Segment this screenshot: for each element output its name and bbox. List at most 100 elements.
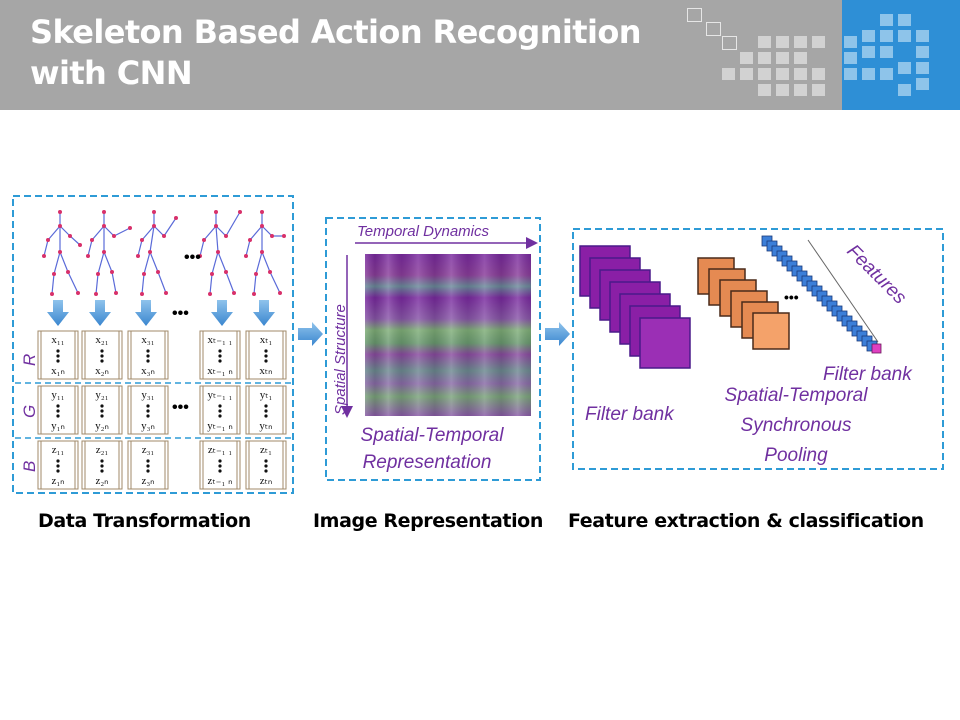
deco-square: [706, 22, 721, 36]
matrix-cell-top: yₜ₁: [260, 389, 273, 401]
matrix-cell-bottom: xₜ₋₁ ₙ: [207, 365, 233, 377]
feature-extraction-panel: [572, 228, 944, 470]
deco-square: [740, 68, 753, 80]
matrix-cell-top: y₃₁: [141, 389, 154, 401]
matrix-cell-bottom: y₂ₙ: [95, 420, 109, 432]
deco-square: [794, 36, 807, 48]
matrix-cell-bottom: z₂ₙ: [95, 475, 108, 487]
deco-square: [844, 52, 857, 64]
matrix-cell-bottom: x₃ₙ: [141, 365, 155, 377]
matrix-cell: z₂₁ z₂ₙ: [81, 440, 123, 490]
temporal-dynamics-label: Temporal Dynamics: [357, 223, 489, 240]
features-label: Features: [842, 241, 910, 309]
matrix-cell: y₂₁ y₂ₙ: [81, 385, 123, 435]
matrix-cell-bottom: yₜₙ: [259, 420, 272, 432]
matrix-cell-bottom: y₁ₙ: [51, 420, 65, 432]
spatial-structure-label: Spatial Structure: [332, 304, 349, 415]
skeleton-sequence: [42, 210, 286, 296]
deco-square: [898, 14, 911, 26]
pooling-label-line-2: Synchronous: [741, 415, 852, 436]
matrix-cell-top: zₜ₁: [260, 444, 272, 456]
deco-square: [880, 46, 893, 58]
arrow-ellipsis: •••: [172, 305, 189, 322]
cnn-layers: [579, 235, 882, 369]
skeleton-figure: [136, 210, 178, 296]
matrix-cell: y₃₁ y₃ₙ: [127, 385, 169, 435]
deco-square: [794, 68, 807, 80]
deco-square: [758, 52, 771, 64]
matrix-cell: xₜ₋₁ ₁xₜ₋₁ ₙ: [199, 330, 241, 380]
matrix-cell-top: x₁₁: [51, 334, 64, 346]
deco-square: [722, 36, 737, 50]
filter-bank-label-1: Filter bank: [585, 404, 675, 425]
channel-label-g: G: [20, 405, 39, 418]
down-arrow: [135, 300, 157, 326]
matrix-cell-top: yₜ₋₁ ₁: [208, 389, 233, 401]
matrix-cell-bottom: z₁ₙ: [51, 475, 64, 487]
deco-square: [812, 84, 825, 96]
representation-caption-line-1: Spatial-Temporal: [361, 425, 505, 446]
features-guide-line: [807, 239, 879, 343]
filter-bank-1-map: [639, 317, 691, 369]
deco-square: [776, 52, 789, 64]
matrix-cell: zₜ₁ zₜₙ: [245, 440, 287, 490]
matrix-cell-top: y₁₁: [51, 389, 64, 401]
caption-data-transformation: Data Transformation: [38, 510, 251, 532]
deco-square: [898, 84, 911, 96]
matrix-cell: zₜ₋₁ ₁ zₜ₋₁ ₙ: [199, 440, 241, 490]
deco-square: [687, 8, 702, 22]
matrix-cell-bottom: z₃ₙ: [141, 475, 154, 487]
pooling-map: [752, 312, 790, 350]
feature-vector-end: [871, 343, 882, 354]
deco-square: [916, 30, 929, 42]
matrix-cell-bottom: x₁ₙ: [51, 365, 65, 377]
matrix-cell: x₁₁ x₁ₙ: [37, 330, 79, 380]
down-arrow: [89, 300, 111, 326]
deco-square: [880, 14, 893, 26]
matrix-cell-bottom: zₜ₋₁ ₙ: [208, 475, 233, 487]
matrix-cell-top: zₜ₋₁ ₁: [208, 444, 233, 456]
matrix-cell-bottom: zₜₙ: [260, 475, 273, 487]
down-arrow: [47, 300, 69, 326]
channel-label-r: R: [20, 354, 39, 366]
matrix-cell: y₁₁ y₁ₙ: [37, 385, 79, 435]
caption-image-representation: Image Representation: [313, 510, 543, 532]
skeleton-figure: [198, 210, 242, 296]
caption-feature-extraction: Feature extraction & classification: [568, 510, 924, 532]
deco-square: [880, 30, 893, 42]
matrix-cell-bottom: x₂ₙ: [95, 365, 109, 377]
slide-title-line-1: Skeleton Based Action Recognition: [30, 13, 642, 51]
matrix-cell-bottom: y₃ₙ: [141, 420, 155, 432]
image-representation-panel: [325, 217, 541, 481]
deco-square: [776, 68, 789, 80]
spatial-temporal-image-overlay: [365, 254, 531, 416]
slide-title-line-2: with CNN: [30, 54, 193, 92]
matrix-cell: x₃₁ x₃ₙ: [127, 330, 169, 380]
deco-square: [794, 52, 807, 64]
matrix-cell: yₜ₋₁ ₁yₜ₋₁ ₙ: [199, 385, 241, 435]
matrix-cell-top: z₂₁: [96, 444, 109, 456]
deco-square: [776, 36, 789, 48]
matrix-cell-top: z₃₁: [142, 444, 155, 456]
filter-bank-label-2: Filter bank: [823, 364, 913, 385]
deco-square: [794, 84, 807, 96]
arrow-to-image: [298, 322, 323, 346]
deco-square: [862, 30, 875, 42]
representation-caption-line-2: Representation: [363, 452, 492, 473]
pooling-label-line-1: Spatial-Temporal: [725, 385, 869, 406]
channel-label-b: B: [20, 461, 39, 472]
deco-square: [740, 52, 753, 64]
matrix-cell-top: xₜ₁: [260, 334, 273, 346]
down-arrow: [253, 300, 275, 326]
deco-square: [916, 46, 929, 58]
arrow-to-cnn: [545, 322, 570, 346]
data-transformation-panel: [12, 195, 294, 494]
matrix-cell-top: y₂₁: [95, 389, 108, 401]
deco-square: [722, 68, 735, 80]
matrix-ellipsis: •••: [172, 399, 189, 416]
matrix-cell-top: x₃₁: [141, 334, 154, 346]
deco-square: [844, 36, 857, 48]
deco-square: [916, 62, 929, 74]
